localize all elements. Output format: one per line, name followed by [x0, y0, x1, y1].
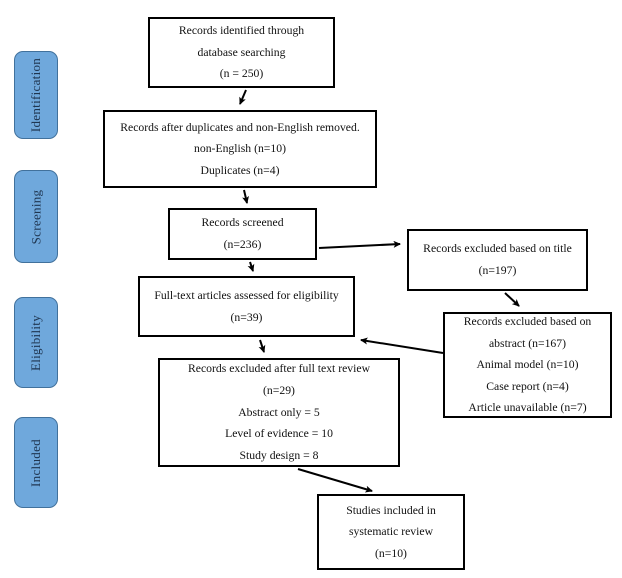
stage-eligibility: Eligibility	[14, 297, 58, 388]
text-line: (n=10)	[375, 546, 407, 560]
text-line: (n=29)	[263, 384, 295, 398]
text-line: (n=39)	[230, 310, 263, 324]
arrow-excluded-review-to-included	[297, 468, 373, 493]
stage-eligibility-label: Eligibility	[28, 314, 43, 371]
text-line: (n = 250)	[219, 67, 264, 81]
box-excluded-fulltext-review: Records excluded after full text review …	[158, 358, 400, 467]
text-line: (n=197)	[478, 264, 517, 277]
text-line: Records after duplicates and non-English…	[120, 120, 360, 134]
arrow-deduped-to-screened	[242, 189, 249, 204]
arrow-fulltext-to-excluded-review	[258, 339, 266, 353]
text-line: Records identified through	[178, 24, 305, 38]
text-line: database searching	[197, 45, 286, 59]
text-line: systematic review	[348, 525, 434, 539]
stage-included: Included	[14, 417, 58, 508]
text-line: Studies included in	[346, 503, 436, 517]
text-line: Full-text articles assessed for eligibil…	[154, 288, 339, 302]
text-line: Records excluded based on title	[423, 242, 572, 256]
text-line: Case report (n=4)	[486, 379, 569, 393]
stage-screening-label: Screening	[28, 189, 43, 244]
text-line: Records screened	[201, 216, 284, 230]
text-line: (n=236)	[223, 238, 262, 251]
stage-screening: Screening	[14, 170, 58, 263]
arrow-screened-to-fulltext	[247, 261, 255, 272]
stage-identification-label: Identification	[28, 57, 44, 133]
box-excluded-abstract: Records excluded based on abstract (n=16…	[443, 312, 612, 418]
text-line: Article unavailable (n=7)	[468, 401, 587, 415]
arrow-excluded-abstract-to-fulltext	[360, 337, 444, 354]
arrow-excluded-title-to-excluded-abstract	[504, 292, 520, 307]
text-line: Abstract only = 5	[238, 405, 320, 419]
arrow-identified-to-deduped	[239, 89, 247, 105]
box-studies-included: Studies included in systematic review (n…	[317, 494, 465, 570]
box-records-after-duplicates: Records after duplicates and non-English…	[103, 110, 377, 188]
stage-identification: Identification	[14, 51, 58, 139]
box-fulltext-assessed: Full-text articles assessed for eligibil…	[138, 276, 355, 337]
box-records-identified: Records identified through database sear…	[148, 17, 335, 88]
text-line: Records excluded based on	[463, 314, 592, 328]
stage-included-label: Included	[28, 438, 44, 487]
text-line: Study design = 8	[239, 448, 319, 462]
box-records-screened: Records screened (n=236)	[168, 208, 317, 260]
text-line: Duplicates (n=4)	[200, 163, 280, 177]
box-excluded-title: Records excluded based on title (n=197)	[407, 229, 588, 291]
text-line: non-English (n=10)	[194, 142, 286, 156]
text-line: Records excluded after full text review	[187, 362, 371, 376]
text-line: Animal model (n=10)	[476, 358, 579, 372]
text-line: Level of evidence = 10	[225, 427, 333, 441]
arrow-screened-to-excluded-title	[318, 240, 401, 249]
text-line: abstract (n=167)	[488, 336, 566, 350]
